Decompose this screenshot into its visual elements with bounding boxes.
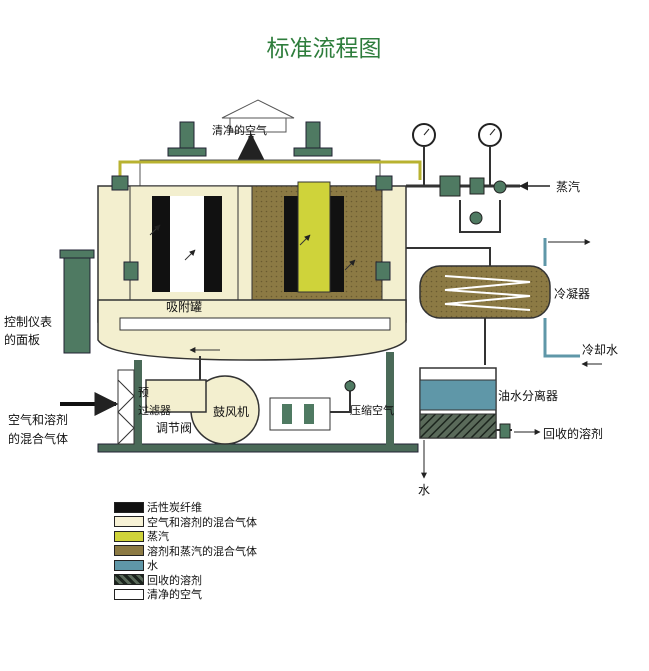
legend-label: 清净的空气 — [147, 588, 202, 602]
adsorption-tank-label: 吸附罐 — [166, 300, 202, 314]
water-label: 水 — [418, 483, 430, 497]
base-frame — [97, 352, 419, 453]
steam-label: 蒸汽 — [556, 179, 580, 194]
mixed-gas-label-2: 的混合气体 — [8, 431, 68, 446]
legend-swatch — [114, 530, 144, 542]
regulating-valve-label: 调节阀 — [156, 421, 192, 435]
control-panel — [59, 249, 95, 354]
diagram-title: 标准流程图 — [267, 36, 382, 62]
pre-filter-label-1: 预 — [138, 386, 149, 399]
oil-water-separator — [419, 367, 512, 439]
legend-item: 水 — [114, 558, 257, 573]
legend-label: 活性炭纤维 — [147, 501, 202, 515]
legend-swatch — [114, 588, 144, 600]
blower-label: 鼓风机 — [213, 405, 249, 419]
legend-swatch — [114, 516, 144, 528]
pressure-gauges — [406, 123, 520, 233]
legend-item: 蒸汽 — [114, 529, 257, 544]
control-panel-label-1: 控制仪表 — [4, 315, 52, 329]
legend-item: 回收的溶剂 — [114, 573, 257, 588]
legend-item: 溶剂和蒸汽的混合气体 — [114, 544, 257, 559]
legend-swatch — [114, 501, 144, 513]
legend-swatch — [114, 545, 144, 557]
adsorption-vessel — [97, 181, 407, 361]
recovered-solvent-label: 回收的溶剂 — [543, 426, 603, 441]
condenser-unit — [406, 238, 580, 365]
top-valves — [167, 121, 333, 157]
clean-air-label: 清净的空气 — [212, 123, 267, 137]
clean-air-outlet — [139, 99, 381, 191]
legend: 活性炭纤维空气和溶剂的混合气体蒸汽溶剂和蒸汽的混合气体水回收的溶剂清净的空气 — [114, 500, 257, 602]
legend-label: 空气和溶剂的混合气体 — [147, 515, 257, 529]
small-valves — [111, 175, 393, 281]
legend-item: 空气和溶剂的混合气体 — [114, 515, 257, 530]
cooling-water-label: 冷却水 — [582, 343, 618, 357]
pre-filter-label-2: 过滤器 — [138, 404, 171, 417]
mixed-gas-label-1: 空气和溶剂 — [8, 412, 68, 427]
legend-label: 水 — [147, 559, 158, 573]
legend-label: 回收的溶剂 — [147, 573, 202, 587]
oil-water-separator-label: 油水分离器 — [498, 388, 558, 403]
legend-label: 蒸汽 — [147, 530, 169, 544]
legend-item: 清净的空气 — [114, 587, 257, 602]
legend-label: 溶剂和蒸汽的混合气体 — [147, 544, 257, 558]
legend-swatch — [114, 559, 144, 571]
blower-assembly — [117, 356, 356, 445]
condenser-label: 冷凝器 — [554, 286, 590, 301]
legend-item: 活性炭纤维 — [114, 500, 257, 515]
legend-swatch — [114, 574, 144, 586]
control-panel-label-2: 的面板 — [4, 332, 40, 347]
compressed-air-label: 压缩空气 — [350, 403, 394, 417]
